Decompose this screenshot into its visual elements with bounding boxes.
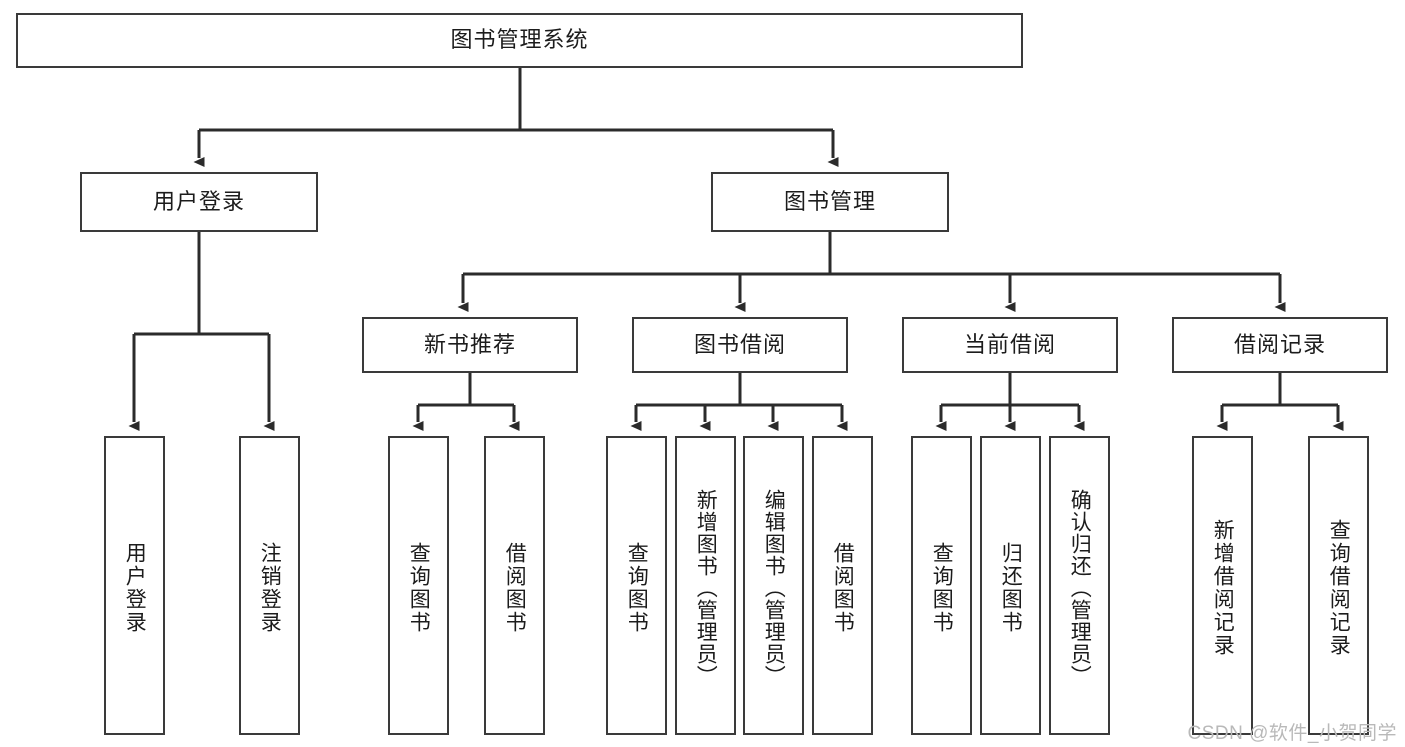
node-label: 借阅图书 — [503, 541, 527, 634]
leaf-return-book[interactable]: 归还图书 — [980, 436, 1041, 735]
node-label: 查询图书 — [930, 541, 954, 634]
node-new-book-recommend[interactable]: 新书推荐 — [362, 317, 578, 373]
node-current-borrow[interactable]: 当前借阅 — [902, 317, 1118, 373]
node-root-book-management-system[interactable]: 图书管理系统 — [16, 13, 1023, 68]
node-label: 归还图书 — [999, 541, 1023, 634]
node-label: 确认归还（管理员） — [1068, 488, 1092, 687]
node-label: 注销登录 — [258, 541, 282, 634]
node-label: 查询借阅记录 — [1327, 518, 1351, 657]
leaf-borrow-book-2[interactable]: 借阅图书 — [812, 436, 873, 735]
leaf-add-record[interactable]: 新增借阅记录 — [1192, 436, 1253, 735]
node-label: 用户登录 — [123, 541, 147, 634]
leaf-edit-book[interactable]: 编辑图书（管理员） — [743, 436, 804, 735]
node-label: 新书推荐 — [423, 331, 516, 357]
node-label: 查询图书 — [407, 541, 431, 634]
node-label: 图书管理 — [783, 188, 876, 214]
leaf-query-book-1[interactable]: 查询图书 — [388, 436, 449, 735]
node-book-borrow[interactable]: 图书借阅 — [632, 317, 848, 373]
leaf-query-book-3[interactable]: 查询图书 — [911, 436, 972, 735]
leaf-add-book[interactable]: 新增图书（管理员） — [675, 436, 736, 735]
leaf-user-logout[interactable]: 注销登录 — [239, 436, 300, 735]
node-label: 用户登录 — [152, 188, 245, 214]
node-label: 当前借阅 — [963, 331, 1056, 357]
node-label: 借阅图书 — [831, 541, 855, 634]
leaf-query-book-2[interactable]: 查询图书 — [606, 436, 667, 735]
watermark-text: CSDN @软件_小贺同学 — [1187, 723, 1397, 744]
leaf-query-record[interactable]: 查询借阅记录 — [1308, 436, 1369, 735]
node-label: 查询图书 — [625, 541, 649, 634]
leaf-confirm-return[interactable]: 确认归还（管理员） — [1049, 436, 1110, 735]
node-label: 图书管理系统 — [450, 27, 589, 53]
node-label: 编辑图书（管理员） — [762, 488, 786, 687]
node-label: 新增借阅记录 — [1211, 518, 1235, 657]
leaf-user-login[interactable]: 用户登录 — [104, 436, 165, 735]
node-book-management[interactable]: 图书管理 — [711, 172, 949, 232]
node-user-login[interactable]: 用户登录 — [80, 172, 318, 232]
node-label: 借阅记录 — [1233, 331, 1326, 357]
leaf-borrow-book-1[interactable]: 借阅图书 — [484, 436, 545, 735]
node-label: 新增图书（管理员） — [694, 488, 718, 687]
node-borrow-record[interactable]: 借阅记录 — [1172, 317, 1388, 373]
node-label: 图书借阅 — [693, 331, 786, 357]
